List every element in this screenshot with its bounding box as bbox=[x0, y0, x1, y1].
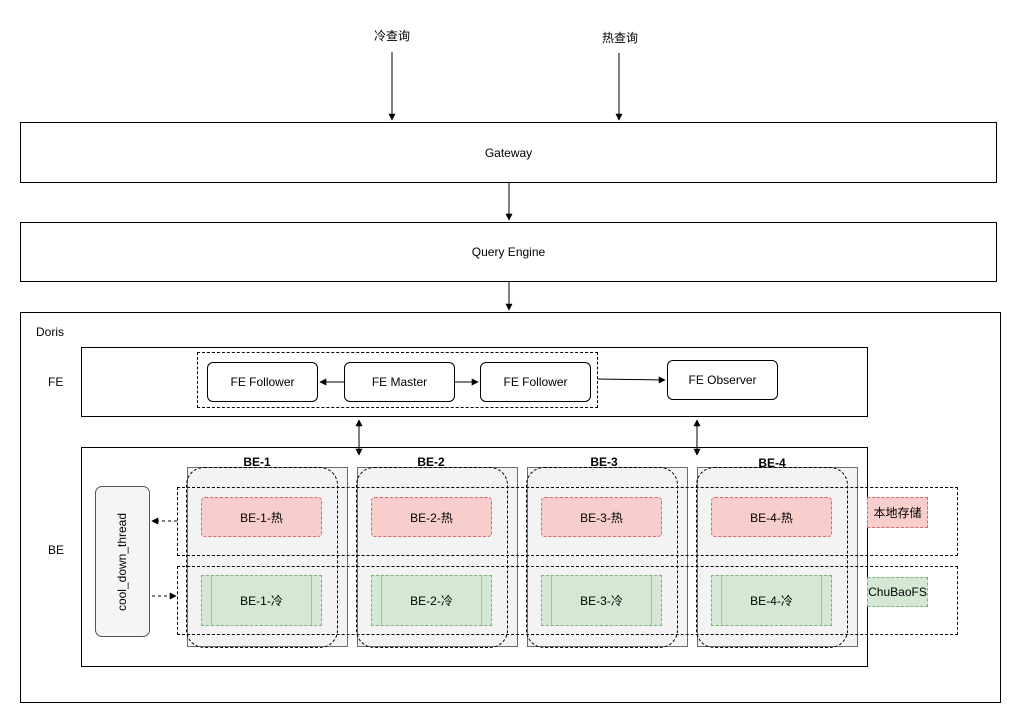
gateway-label: Gateway bbox=[484, 145, 533, 160]
be-3-hot-block: BE-3-热 bbox=[541, 497, 662, 537]
be-3-title: BE-3 bbox=[590, 455, 618, 469]
be-2-title: BE-2 bbox=[417, 455, 445, 469]
be-2-hot-label: BE-2-热 bbox=[410, 510, 453, 525]
be-3-node-group bbox=[526, 467, 678, 648]
fe-master-label: FE Master bbox=[371, 375, 428, 389]
be-2-node-group bbox=[356, 467, 508, 648]
be-2-hot-block: BE-2-热 bbox=[371, 497, 492, 537]
be-2-cold-block: BE-2-冷 bbox=[371, 575, 492, 626]
fe-follower-left-label: FE Follower bbox=[230, 375, 295, 389]
cool-down-thread-label: cool_down_thread bbox=[115, 512, 130, 611]
fe-follower-left-node: FE Follower bbox=[207, 362, 318, 402]
fe-observer-node: FE Observer bbox=[667, 360, 778, 400]
cool-down-thread-box: cool_down_thread bbox=[95, 486, 150, 637]
be-1-node-group bbox=[186, 467, 338, 648]
be-4-hot-label: BE-4-热 bbox=[750, 510, 793, 525]
doris-label: Doris bbox=[36, 325, 65, 339]
be-3-hot-label: BE-3-热 bbox=[580, 510, 623, 525]
hot-query-label: 热查询 bbox=[601, 31, 638, 45]
be-4-node-group bbox=[696, 467, 848, 648]
be-3-cold-block: BE-3-冷 bbox=[541, 575, 662, 626]
fe-cluster-group bbox=[197, 352, 598, 408]
be-4-cold-label: BE-4-冷 bbox=[750, 594, 793, 608]
be-1-hot-block: BE-1-热 bbox=[201, 497, 322, 537]
fe-observer-label: FE Observer bbox=[688, 373, 757, 387]
be-3-cold-label: BE-3-冷 bbox=[580, 594, 623, 608]
fe-master-node: FE Master bbox=[344, 362, 455, 402]
be-1-hot-label: BE-1-热 bbox=[240, 510, 283, 525]
remote-storage-tier bbox=[177, 566, 958, 635]
gateway-box: Gateway bbox=[20, 122, 997, 183]
local-storage-legend: 本地存储 bbox=[867, 497, 928, 528]
fe-label: FE bbox=[48, 375, 64, 389]
remote-storage-label: ChuBaoFS bbox=[868, 585, 927, 599]
be-1-cold-block: BE-1-冷 bbox=[201, 575, 322, 626]
be-label: BE bbox=[48, 543, 65, 557]
be-4-title: BE-4 bbox=[758, 456, 786, 470]
fe-follower-right-node: FE Follower bbox=[480, 362, 591, 402]
be-1-title: BE-1 bbox=[243, 455, 271, 469]
cold-query-label: 冷查询 bbox=[373, 29, 410, 43]
query-engine-label: Query Engine bbox=[471, 245, 546, 259]
remote-storage-legend: ChuBaoFS bbox=[867, 577, 928, 607]
be-2-cold-label: BE-2-冷 bbox=[410, 594, 453, 608]
fe-follower-right-label: FE Follower bbox=[503, 375, 568, 389]
local-storage-label: 本地存储 bbox=[873, 506, 922, 520]
be-1-cold-label: BE-1-冷 bbox=[240, 594, 283, 608]
local-storage-tier bbox=[177, 487, 958, 556]
be-4-hot-block: BE-4-热 bbox=[711, 497, 832, 537]
query-engine-box: Query Engine bbox=[20, 222, 997, 282]
be-4-cold-block: BE-4-冷 bbox=[711, 575, 832, 626]
